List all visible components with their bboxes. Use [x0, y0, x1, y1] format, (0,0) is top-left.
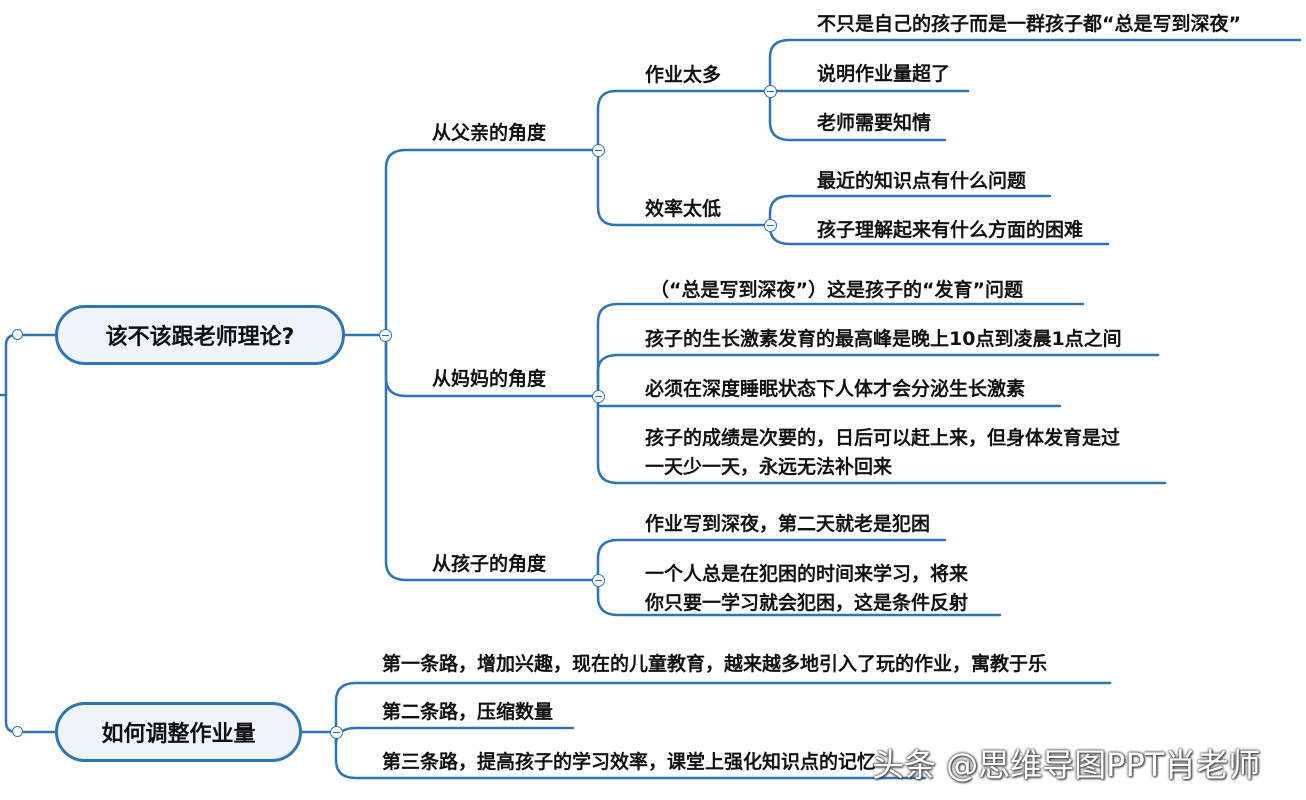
leaf-c2[interactable]: 一个人总是在犯困的时间来学习，将来 你只要一学习就会犯困，这是条件反射 — [645, 563, 969, 614]
collapse-toggle-child[interactable] — [592, 574, 605, 587]
leaf-m4[interactable]: 孩子的成绩是次要的，日后可以赶上来，但身体发育是过 一天少一天，永远无法补回来 — [645, 427, 1121, 478]
spine-knob-top[interactable] — [12, 329, 23, 340]
leaf-m2[interactable]: 孩子的生长激素发育的最高峰是晚上10点到凌晨1点之间 — [645, 328, 1122, 350]
leaf-f4[interactable]: 最近的知识点有什么问题 — [817, 170, 1027, 192]
leaf-line-f1 — [768, 38, 1302, 93]
leaf-line-f4 — [768, 194, 1052, 227]
branch-connector-child — [384, 333, 600, 582]
collapse-toggle-root2[interactable] — [330, 726, 343, 739]
collapse-toggle-too-much[interactable] — [764, 85, 777, 98]
sub-low-eff-label[interactable]: 效率太低 — [645, 198, 722, 220]
leaf-m3[interactable]: 必须在深度睡眠状态下人体才会分泌生长激素 — [645, 378, 1026, 400]
leaf-r3[interactable]: 第三条路，提高孩子的学习效率，课堂上强化知识点的记忆 — [382, 751, 877, 773]
leaf-r1[interactable]: 第一条路，增加兴趣，现在的儿童教育，越来越多地引入了玩的作业，寓教于乐 — [382, 653, 1048, 675]
leaf-line-r1 — [334, 681, 1112, 734]
root-node-argue[interactable]: 该不该跟老师理论? — [55, 305, 345, 365]
spine-knob-bottom[interactable] — [12, 726, 23, 737]
branch-father-label[interactable]: 从父亲的角度 — [432, 122, 547, 144]
leaf-line-c2 — [596, 578, 1002, 617]
leaf-f1[interactable]: 不只是自己的孩子而是一群孩子都“总是写到深夜” — [817, 13, 1241, 35]
leaf-m1[interactable]: （“总是写到深夜”）这是孩子的“发育”问题 — [650, 279, 1023, 301]
connector-too-much — [596, 89, 772, 152]
spine-line — [0, 333, 57, 734]
leaf-f2[interactable]: 说明作业量超了 — [817, 63, 951, 85]
collapse-toggle-root1[interactable] — [379, 329, 392, 342]
collapse-toggle-low-eff[interactable] — [764, 219, 777, 232]
leaf-f3[interactable]: 老师需要知情 — [817, 112, 932, 134]
leaf-f5[interactable]: 孩子理解起来有什么方面的困难 — [817, 219, 1084, 241]
collapse-toggle-father[interactable] — [592, 144, 605, 157]
leaf-line-m1 — [596, 302, 1085, 398]
leaf-line-f3 — [768, 89, 947, 142]
leaf-line-m2 — [596, 353, 1160, 398]
leaf-c1[interactable]: 作业写到深夜，第二天就老是犯困 — [645, 513, 931, 535]
sub-too-much-label[interactable]: 作业太多 — [645, 64, 722, 86]
root-node-adjust[interactable]: 如何调整作业量 — [55, 702, 302, 762]
branch-connector-father — [384, 148, 600, 337]
leaf-line-c1 — [596, 538, 947, 582]
branch-child-label[interactable]: 从孩子的角度 — [432, 553, 547, 575]
leaf-r2[interactable]: 第二条路，压缩数量 — [382, 701, 554, 723]
leaf-line-m4 — [596, 394, 1167, 485]
connector-low-eff — [596, 148, 772, 227]
leaf-line-r3 — [334, 730, 927, 780]
watermark-text: 头条 @思维导图PPT肖老师 — [872, 746, 1261, 784]
leaf-line-r2 — [334, 726, 575, 745]
branch-mother-label[interactable]: 从妈妈的角度 — [432, 368, 547, 390]
collapse-toggle-mother[interactable] — [592, 390, 605, 403]
